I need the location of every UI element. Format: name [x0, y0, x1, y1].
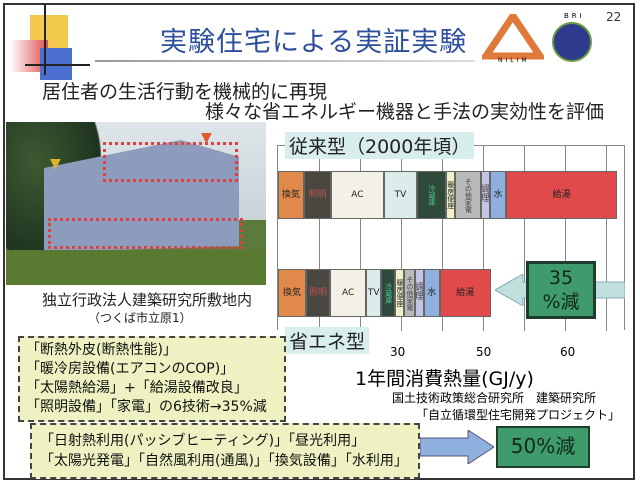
bar-segment-conventional-0: 換気 — [278, 171, 305, 219]
bar-segment-conventional-1: 照明 — [304, 171, 331, 219]
bar-segment-saving-2: AC — [330, 269, 367, 317]
highlight-upper — [103, 142, 238, 182]
gridline — [401, 146, 402, 331]
conventional-label: 従来型（2000年頃） — [285, 132, 475, 159]
gridline — [442, 146, 443, 331]
decor-line-h — [25, 64, 90, 66]
tick-60: 60 — [560, 345, 576, 359]
result-arrow — [419, 429, 495, 465]
bar-segment-conventional-9: 給湯 — [506, 171, 617, 219]
vegetation — [6, 250, 266, 285]
title-underline — [95, 60, 475, 62]
tech-line-3: 「太陽熱給湯」+「給湯設備改良」 — [26, 380, 248, 396]
arrow-marker-yellow: ▼ — [50, 156, 61, 172]
tech-line-4: 「照明設備」「家電」の6技術→35%減 — [26, 399, 267, 415]
page-number: 22 — [606, 10, 622, 24]
tech-line-2: 「暖冷房設備(エアコンのCOP)」 — [26, 361, 235, 377]
reduction-35-badge: 35 %減 — [526, 261, 596, 319]
bar-segment-saving-8: 水 — [423, 269, 440, 317]
slide-title: 実験住宅による実証実験 — [160, 27, 468, 58]
subtitle-2: 様々な省エネルギー機器と手法の実効性を評価 — [205, 101, 605, 123]
additional-technologies-box: 「日射熱利用(パッシブヒーティング)」「昼光利用」 「太陽光発電」「自然風利用(… — [30, 423, 420, 479]
bar-segment-conventional-3: TV — [383, 171, 417, 219]
bri-logo-circle — [552, 22, 592, 62]
experimental-house-photo: ▼ ▼ — [6, 122, 266, 285]
bar-segment-saving-4: 冷蔵庫 — [381, 269, 396, 317]
x-axis-label: 1年間消費熱量(GJ/y) — [355, 368, 534, 390]
credits-line-2: 「自立循環型住宅開発プロジェクト」 — [416, 408, 621, 422]
gridline — [565, 146, 566, 331]
photo-caption-1: 独立行政法人建築研究所敷地内 — [42, 291, 253, 309]
reduction-50-badge: 50%減 — [496, 426, 590, 468]
arrow-marker-orange: ▼ — [201, 130, 212, 146]
slide-frame — [3, 3, 635, 480]
gridline — [483, 146, 484, 331]
extra-line-1: 「日射熱利用(パッシブヒーティング)」「昼光利用」 — [40, 433, 366, 449]
bar-segment-saving-3: TV — [366, 269, 382, 317]
bar-segment-saving-6: その他家電 — [404, 269, 415, 317]
bar-segment-saving-7: 調理 — [414, 269, 424, 317]
bar-segment-saving-5: 暖房便座 — [395, 269, 404, 317]
subtitle-1: 居住者の生活行動を機械的に再現 — [42, 81, 328, 103]
bar-segment-saving-9: 給湯 — [439, 269, 491, 317]
tick-50: 50 — [476, 345, 492, 359]
bar-segment-conventional-2: AC — [330, 171, 384, 219]
nilim-logo: NILIM — [479, 9, 547, 64]
gridline — [606, 146, 607, 331]
tech-line-1: 「断熱外皮(断熱性能)」 — [26, 342, 177, 358]
energy-saving-label: 省エネ型 — [285, 327, 370, 354]
reduction-35-value: 35 — [548, 267, 574, 289]
tick-30: 30 — [390, 345, 406, 359]
decor-line-v — [44, 5, 46, 75]
bar-segment-conventional-7: 調理 — [480, 171, 490, 219]
gridline — [360, 146, 361, 331]
photo-caption-2: （つくば市立原1） — [88, 311, 192, 325]
bar-segment-conventional-4: 冷蔵庫 — [417, 171, 446, 219]
gridline — [319, 146, 320, 331]
gridline — [524, 146, 525, 331]
bar-segment-conventional-8: 水 — [489, 171, 507, 219]
credits-line-1: 国土技術政策総合研究所 建築研究所 — [392, 391, 597, 405]
bar-segment-saving-0: 換気 — [278, 269, 307, 317]
six-technologies-box: 「断熱外皮(断熱性能)」 「暖冷房設備(エアコンのCOP)」 「太陽熱給湯」+「… — [18, 336, 286, 422]
bar-segment-conventional-5: 暖房便座 — [446, 171, 455, 219]
highlight-lower — [48, 218, 243, 249]
bri-logo: BRI — [552, 12, 600, 64]
reduction-35-unit: %減 — [542, 291, 580, 313]
bar-segment-conventional-6: その他家電 — [454, 171, 481, 219]
bar-segment-saving-1: 照明 — [306, 269, 331, 317]
credits: 国土技術政策総合研究所 建築研究所 「自立循環型住宅開発プロジェクト」 — [392, 390, 620, 424]
bri-logo-text: BRI — [564, 12, 585, 20]
nilim-logo-text: NILIM — [498, 57, 530, 64]
extra-line-2: 「太陽光発電」「自然風利用(通風)」「換気設備」「水利用」 — [40, 453, 408, 469]
